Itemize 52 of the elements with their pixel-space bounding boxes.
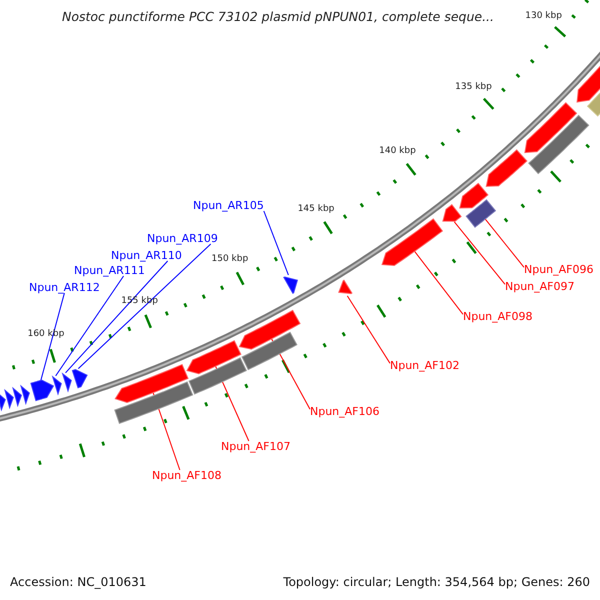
tick-label: 140 kbp [379,147,416,156]
gene-block [4,390,14,408]
gene-block [114,381,194,424]
gene-label: Npun_AR110 [111,250,182,261]
footer-text: Accession: NC_010631 [10,576,146,588]
gene-block [52,376,62,394]
gene-block [283,276,298,294]
gene-block [72,369,88,388]
leader-line [65,260,168,374]
gene-block [0,392,6,410]
tick-label: 135 kbp [455,83,492,92]
leader-line [414,250,464,315]
gene-label: Npun_AF106 [310,406,380,417]
gene-label: Npun_AF108 [152,470,222,481]
leader-line [55,276,124,376]
gene-block [381,218,444,266]
gene-block [338,280,353,294]
leader-line [484,218,524,268]
gene-block [114,364,189,404]
gene-block [528,114,590,174]
title: Nostoc punctiforme PCC 73102 plasmid pNPUN01, complete seque... [62,11,494,24]
gene-block [238,310,301,350]
tick-label: 150 kbp [212,254,248,264]
tick-label: 145 kbp [298,204,334,214]
gene-block [442,204,462,222]
leader-line [346,295,390,364]
gene-label: Npun_AF097 [505,281,575,292]
gene-block [12,388,22,406]
gene-label: Npun_AF102 [390,360,460,371]
gene-label: Npun_AR112 [29,282,100,293]
leader-line [454,221,506,285]
gene-block [486,149,528,187]
footer-text: Topology: circular; Length: 354,564 bp; Genes: 260 [283,576,590,588]
leader-line [78,244,212,370]
gene-block [524,102,578,154]
gene-block [20,386,30,404]
gene-label: Npun_AF098 [463,311,533,322]
gene-block [459,182,489,209]
gene-block [186,340,242,374]
gene-block [241,332,298,370]
gene-label: Npun_AR109 [147,233,218,244]
gene-block [62,373,72,392]
leader-line [40,292,65,381]
gene-label: Npun_AF107 [221,441,291,452]
gene-block [188,357,247,395]
gene-label: Npun_AR105 [193,200,264,211]
tick-label: 130 kbp [525,12,562,22]
gene-block [466,199,496,228]
leader-line [263,210,289,276]
gene-label: Npun_AF096 [524,264,594,275]
gene-block [30,380,54,402]
gene-label: Npun_AR111 [74,265,145,276]
